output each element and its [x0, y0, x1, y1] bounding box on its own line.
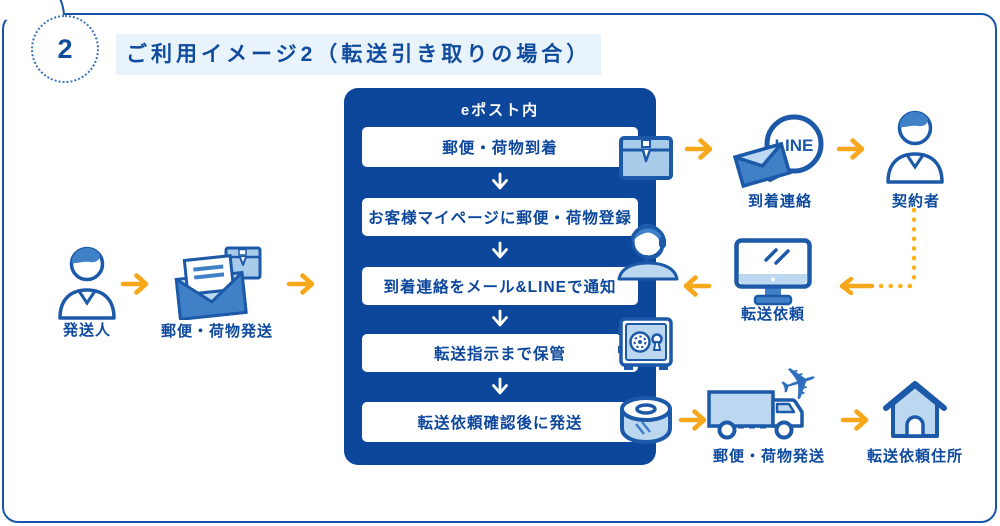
step-store: 転送指示まで保管	[362, 334, 638, 372]
step-arrival: 郵便・荷物到着	[362, 127, 638, 167]
forward-ship-label: 郵便・荷物発送	[712, 448, 825, 465]
step-notify: 到着連絡をメール&LINEで通知	[362, 267, 638, 305]
page-title: ご利用イメージ2（転送引き取りの場合）	[116, 34, 602, 75]
truck-icon	[707, 390, 804, 440]
flow-arrow-icon	[836, 137, 868, 161]
flow-arrow-icon	[840, 408, 872, 432]
dotted-connector	[839, 207, 917, 296]
arrival-contact-label: 到着連絡	[747, 193, 812, 210]
flow-arrow-icon	[286, 272, 318, 296]
section-number-badge: 2	[31, 15, 99, 83]
down-arrow-icon	[344, 172, 656, 192]
line-envelope-icon: LINE	[732, 114, 824, 188]
operator-headset-icon	[617, 224, 679, 281]
flow-arrow-icon	[680, 274, 712, 298]
badge-bump-arc	[0, 0, 65, 20]
user-icon	[58, 246, 116, 320]
package-icon	[619, 136, 673, 180]
flow-arrow-icon	[120, 272, 152, 296]
epost-box: eポスト内 郵便・荷物到着 お客様マイページに郵便・荷物登録 到着連絡をメール&…	[344, 88, 656, 465]
step-register: お客様マイページに郵便・荷物登録	[362, 198, 638, 236]
tape-roll-icon	[620, 396, 672, 445]
house-icon	[883, 381, 947, 438]
section-number: 2	[57, 33, 73, 64]
monitor-icon	[734, 238, 812, 306]
flow-arrow-icon	[684, 137, 716, 161]
down-arrow-icon	[344, 241, 656, 261]
contractor-label: 契約者	[891, 193, 940, 210]
forward-request-label: 転送依頼	[740, 306, 805, 323]
down-arrow-icon	[344, 377, 656, 397]
sender-label: 発送人	[62, 322, 111, 339]
mail-ship-label: 郵便・荷物発送	[160, 323, 273, 340]
envelope-package-icon	[174, 246, 262, 320]
down-arrow-icon	[344, 309, 656, 329]
user-icon	[886, 110, 944, 184]
step-ship: 転送依頼確認後に発送	[362, 402, 638, 442]
forward-address-label: 転送依頼住所	[866, 448, 963, 465]
epost-box-title: eポスト内	[460, 102, 540, 119]
safe-icon	[618, 317, 673, 370]
